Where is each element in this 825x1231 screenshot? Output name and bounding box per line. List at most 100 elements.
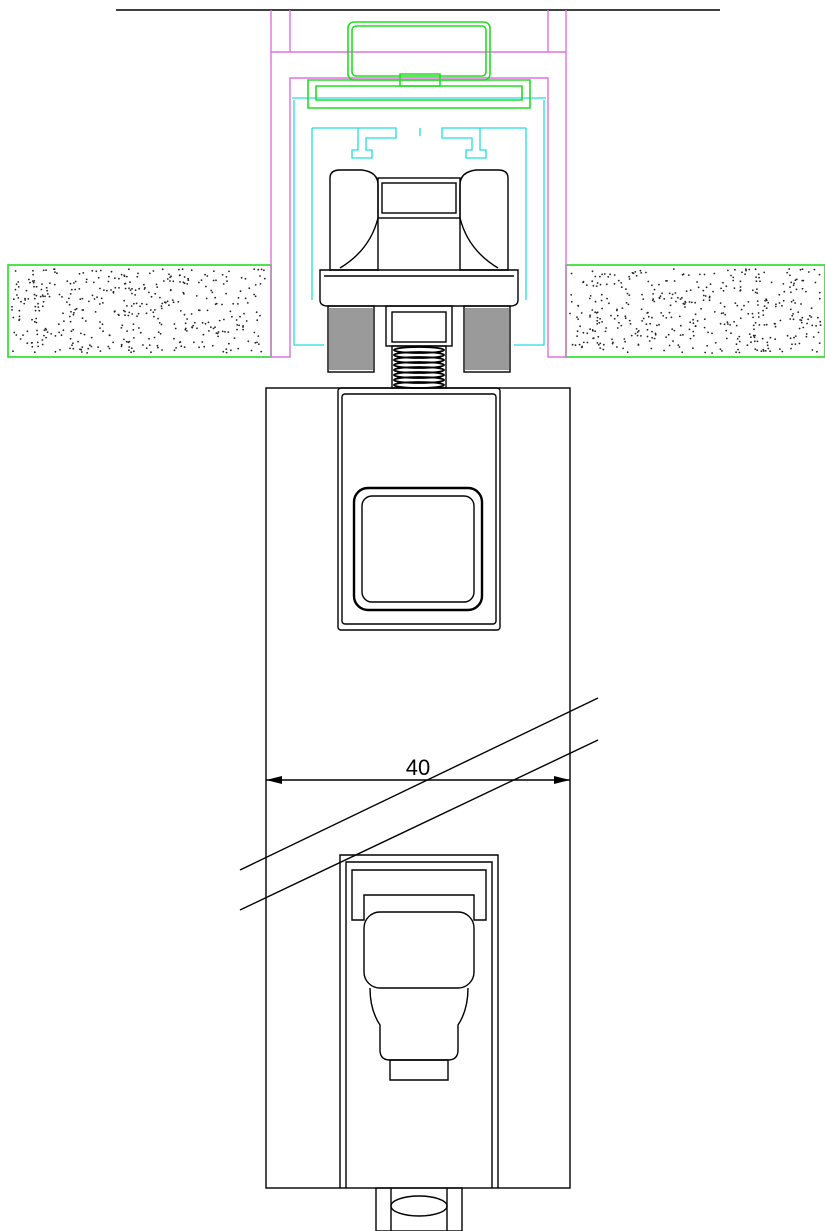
texture-dot	[250, 349, 253, 352]
texture-dot	[646, 335, 649, 338]
texture-dot	[658, 296, 661, 299]
texture-dot	[739, 286, 742, 288]
texture-dot	[654, 332, 657, 335]
texture-dot	[699, 273, 701, 276]
texture-dot	[672, 340, 674, 342]
texture-dot	[604, 330, 607, 333]
texture-dot	[110, 270, 113, 273]
texture-dot	[259, 283, 262, 285]
texture-dot	[63, 320, 65, 322]
texture-dot	[697, 286, 700, 289]
texture-dot	[149, 309, 152, 311]
texture-dot	[148, 291, 150, 294]
texture-dot	[723, 323, 726, 326]
texture-dot	[807, 318, 809, 321]
texture-dot	[263, 277, 266, 280]
texture-dot	[756, 288, 758, 290]
texture-dot	[761, 337, 764, 340]
texture-dot	[747, 301, 750, 303]
texture-dot	[237, 303, 239, 305]
texture-dot	[603, 273, 606, 275]
texture-dot	[569, 312, 571, 315]
thread-ring	[393, 376, 445, 384]
texture-dot	[179, 310, 182, 312]
texture-dot	[169, 280, 171, 282]
texture-dot	[135, 302, 138, 305]
texture-dot	[88, 300, 90, 303]
texture-dot	[639, 269, 642, 272]
texture-dot	[157, 331, 160, 334]
texture-dot	[232, 302, 235, 305]
texture-dot	[66, 280, 69, 283]
texture-dot	[628, 319, 631, 322]
texture-dot	[762, 309, 764, 312]
texture-dot	[595, 285, 598, 287]
texture-dot	[227, 331, 230, 333]
texture-dot	[801, 268, 804, 271]
texture-dot	[601, 321, 603, 323]
texture-dot	[810, 307, 813, 310]
texture-dot	[723, 305, 726, 308]
texture-dot	[257, 335, 260, 337]
thread-ring	[393, 356, 445, 364]
texture-dot	[733, 320, 735, 323]
texture-dot	[217, 335, 220, 338]
texture-dot	[37, 306, 40, 308]
texture-dot	[192, 324, 195, 327]
texture-dot	[41, 343, 44, 346]
texture-dot	[74, 308, 77, 311]
texture-dot	[589, 295, 592, 297]
texture-dot	[142, 344, 144, 346]
texture-dot	[735, 324, 738, 327]
texture-dot	[594, 300, 597, 303]
texture-dot	[90, 336, 93, 339]
texture-dot	[12, 298, 15, 301]
texture-dot	[754, 291, 757, 294]
texture-dot	[221, 273, 224, 276]
texture-dot	[137, 272, 139, 275]
texture-dot	[651, 336, 653, 339]
texture-dot	[99, 287, 101, 290]
texture-dot	[66, 301, 68, 303]
texture-dot	[738, 351, 741, 354]
texture-dot	[228, 342, 230, 345]
texture-dot	[641, 293, 643, 296]
texture-dot	[687, 274, 690, 276]
texture-dot	[69, 337, 72, 340]
texture-dot	[73, 282, 75, 284]
texture-dot	[790, 281, 793, 284]
thread-ring	[393, 381, 445, 389]
texture-dot	[90, 345, 93, 348]
texture-dot	[620, 282, 623, 284]
texture-dot	[732, 279, 735, 282]
texture-dot	[620, 286, 623, 289]
texture-dot	[681, 351, 684, 354]
texture-dot	[705, 286, 708, 289]
texture-dot	[688, 301, 691, 303]
texture-dot	[85, 278, 88, 281]
texture-dot	[110, 289, 112, 291]
texture-dot	[41, 283, 43, 285]
texture-dot	[677, 344, 680, 346]
texture-dot	[216, 332, 219, 335]
texture-dot	[96, 296, 98, 299]
texture-dot	[81, 346, 84, 348]
texture-dot	[805, 335, 808, 338]
texture-dot	[181, 268, 184, 271]
texture-dot	[616, 346, 618, 348]
texture-dot	[41, 339, 44, 341]
texture-dot	[612, 341, 614, 344]
texture-dot	[766, 341, 769, 344]
texture-dot	[646, 328, 649, 331]
texture-dot	[613, 274, 616, 276]
texture-dot	[763, 305, 766, 308]
texture-dot	[757, 273, 760, 276]
texture-dot	[752, 334, 755, 337]
texture-dot	[707, 331, 709, 334]
brush-right	[463, 305, 511, 373]
texture-dot	[678, 346, 681, 348]
texture-dot	[212, 327, 215, 330]
texture-dot	[107, 345, 110, 348]
texture-dot	[588, 297, 591, 300]
texture-dot	[621, 307, 624, 309]
